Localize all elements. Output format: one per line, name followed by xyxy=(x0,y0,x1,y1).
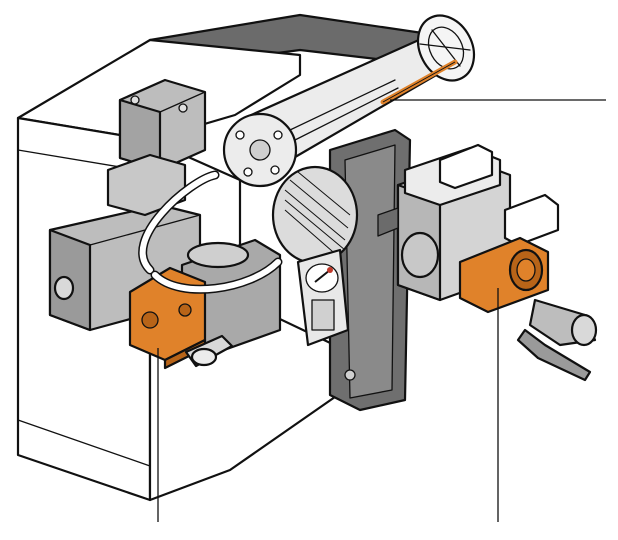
flame-tube xyxy=(222,14,476,188)
air-pressure-switch xyxy=(128,238,282,370)
air-damper-icon xyxy=(296,248,350,347)
control-unit xyxy=(106,78,207,217)
panel-line-2 xyxy=(17,419,151,467)
fan-wheel xyxy=(271,165,359,265)
gas-valve-icon xyxy=(377,143,598,382)
callout-leaders xyxy=(157,99,606,522)
